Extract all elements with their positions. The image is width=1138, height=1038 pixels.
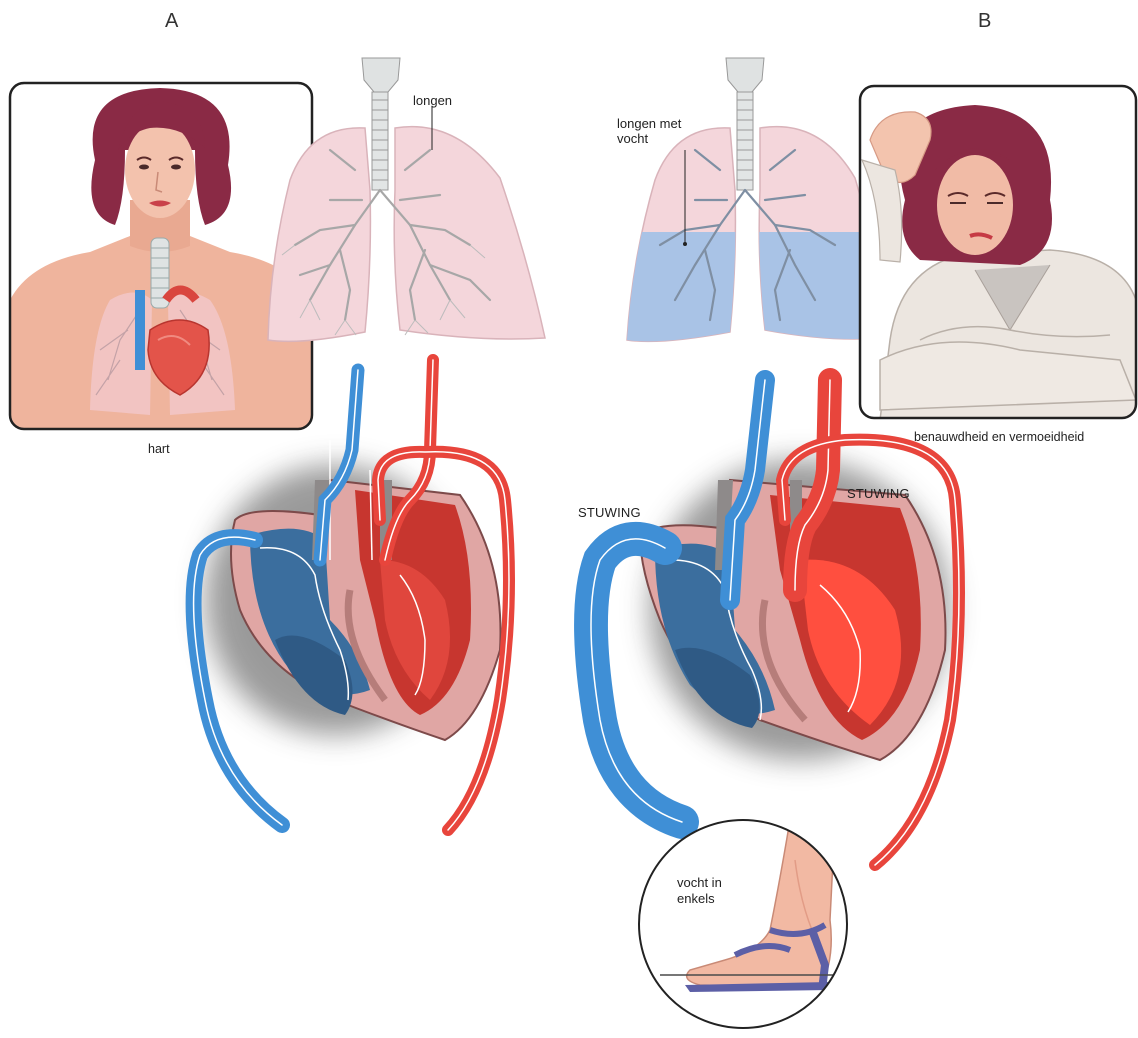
ankle-inset — [639, 820, 850, 1028]
symptoms-caption: benauwdheid en vermoeidheid — [914, 430, 1084, 445]
lungs-label: longen — [413, 93, 452, 108]
portrait-b — [860, 86, 1136, 420]
fluid-lungs-label-line1: longen met — [617, 116, 681, 131]
congestion-label-right: STUWING — [847, 486, 910, 501]
lungs-b-fluid — [627, 58, 880, 341]
ankle-label-line2: enkels — [677, 891, 715, 906]
heart-a — [205, 440, 501, 740]
ankle-label-line1: vocht in — [677, 875, 722, 890]
portrait-a — [10, 83, 312, 430]
heart-caption: hart — [148, 442, 170, 457]
heart-b — [640, 460, 950, 760]
panel-a-label: A — [165, 14, 178, 29]
fluid-lungs-label-line2: vocht — [617, 131, 648, 146]
congestion-label-left: STUWING — [578, 505, 641, 520]
panel-b-label: B — [978, 14, 991, 29]
